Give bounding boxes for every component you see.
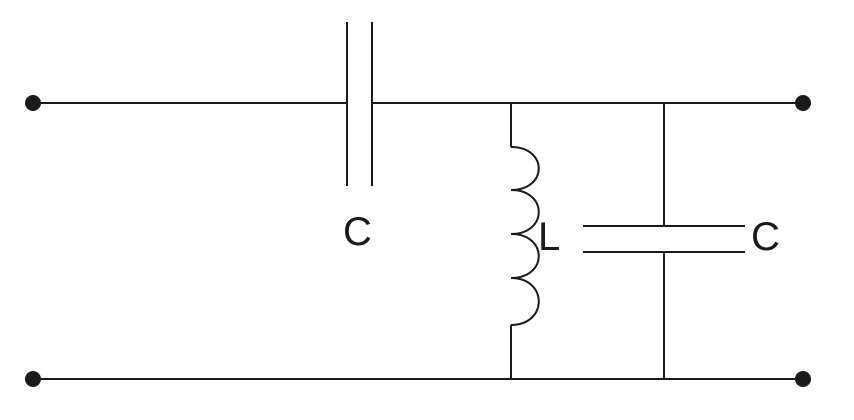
- terminal-input-bottom: [25, 371, 41, 387]
- terminal-output-bottom: [795, 371, 811, 387]
- inductor-label: L: [538, 215, 560, 259]
- terminal-output-top: [795, 95, 811, 111]
- inductor: [510, 103, 540, 379]
- series-capacitor: [346, 22, 373, 186]
- inductor-coil: [510, 146, 540, 326]
- terminal-input-top: [25, 95, 41, 111]
- series-capacitor-label: C: [343, 210, 372, 254]
- shunt-capacitor-label: C: [751, 215, 780, 259]
- shunt-capacitor: [583, 103, 745, 379]
